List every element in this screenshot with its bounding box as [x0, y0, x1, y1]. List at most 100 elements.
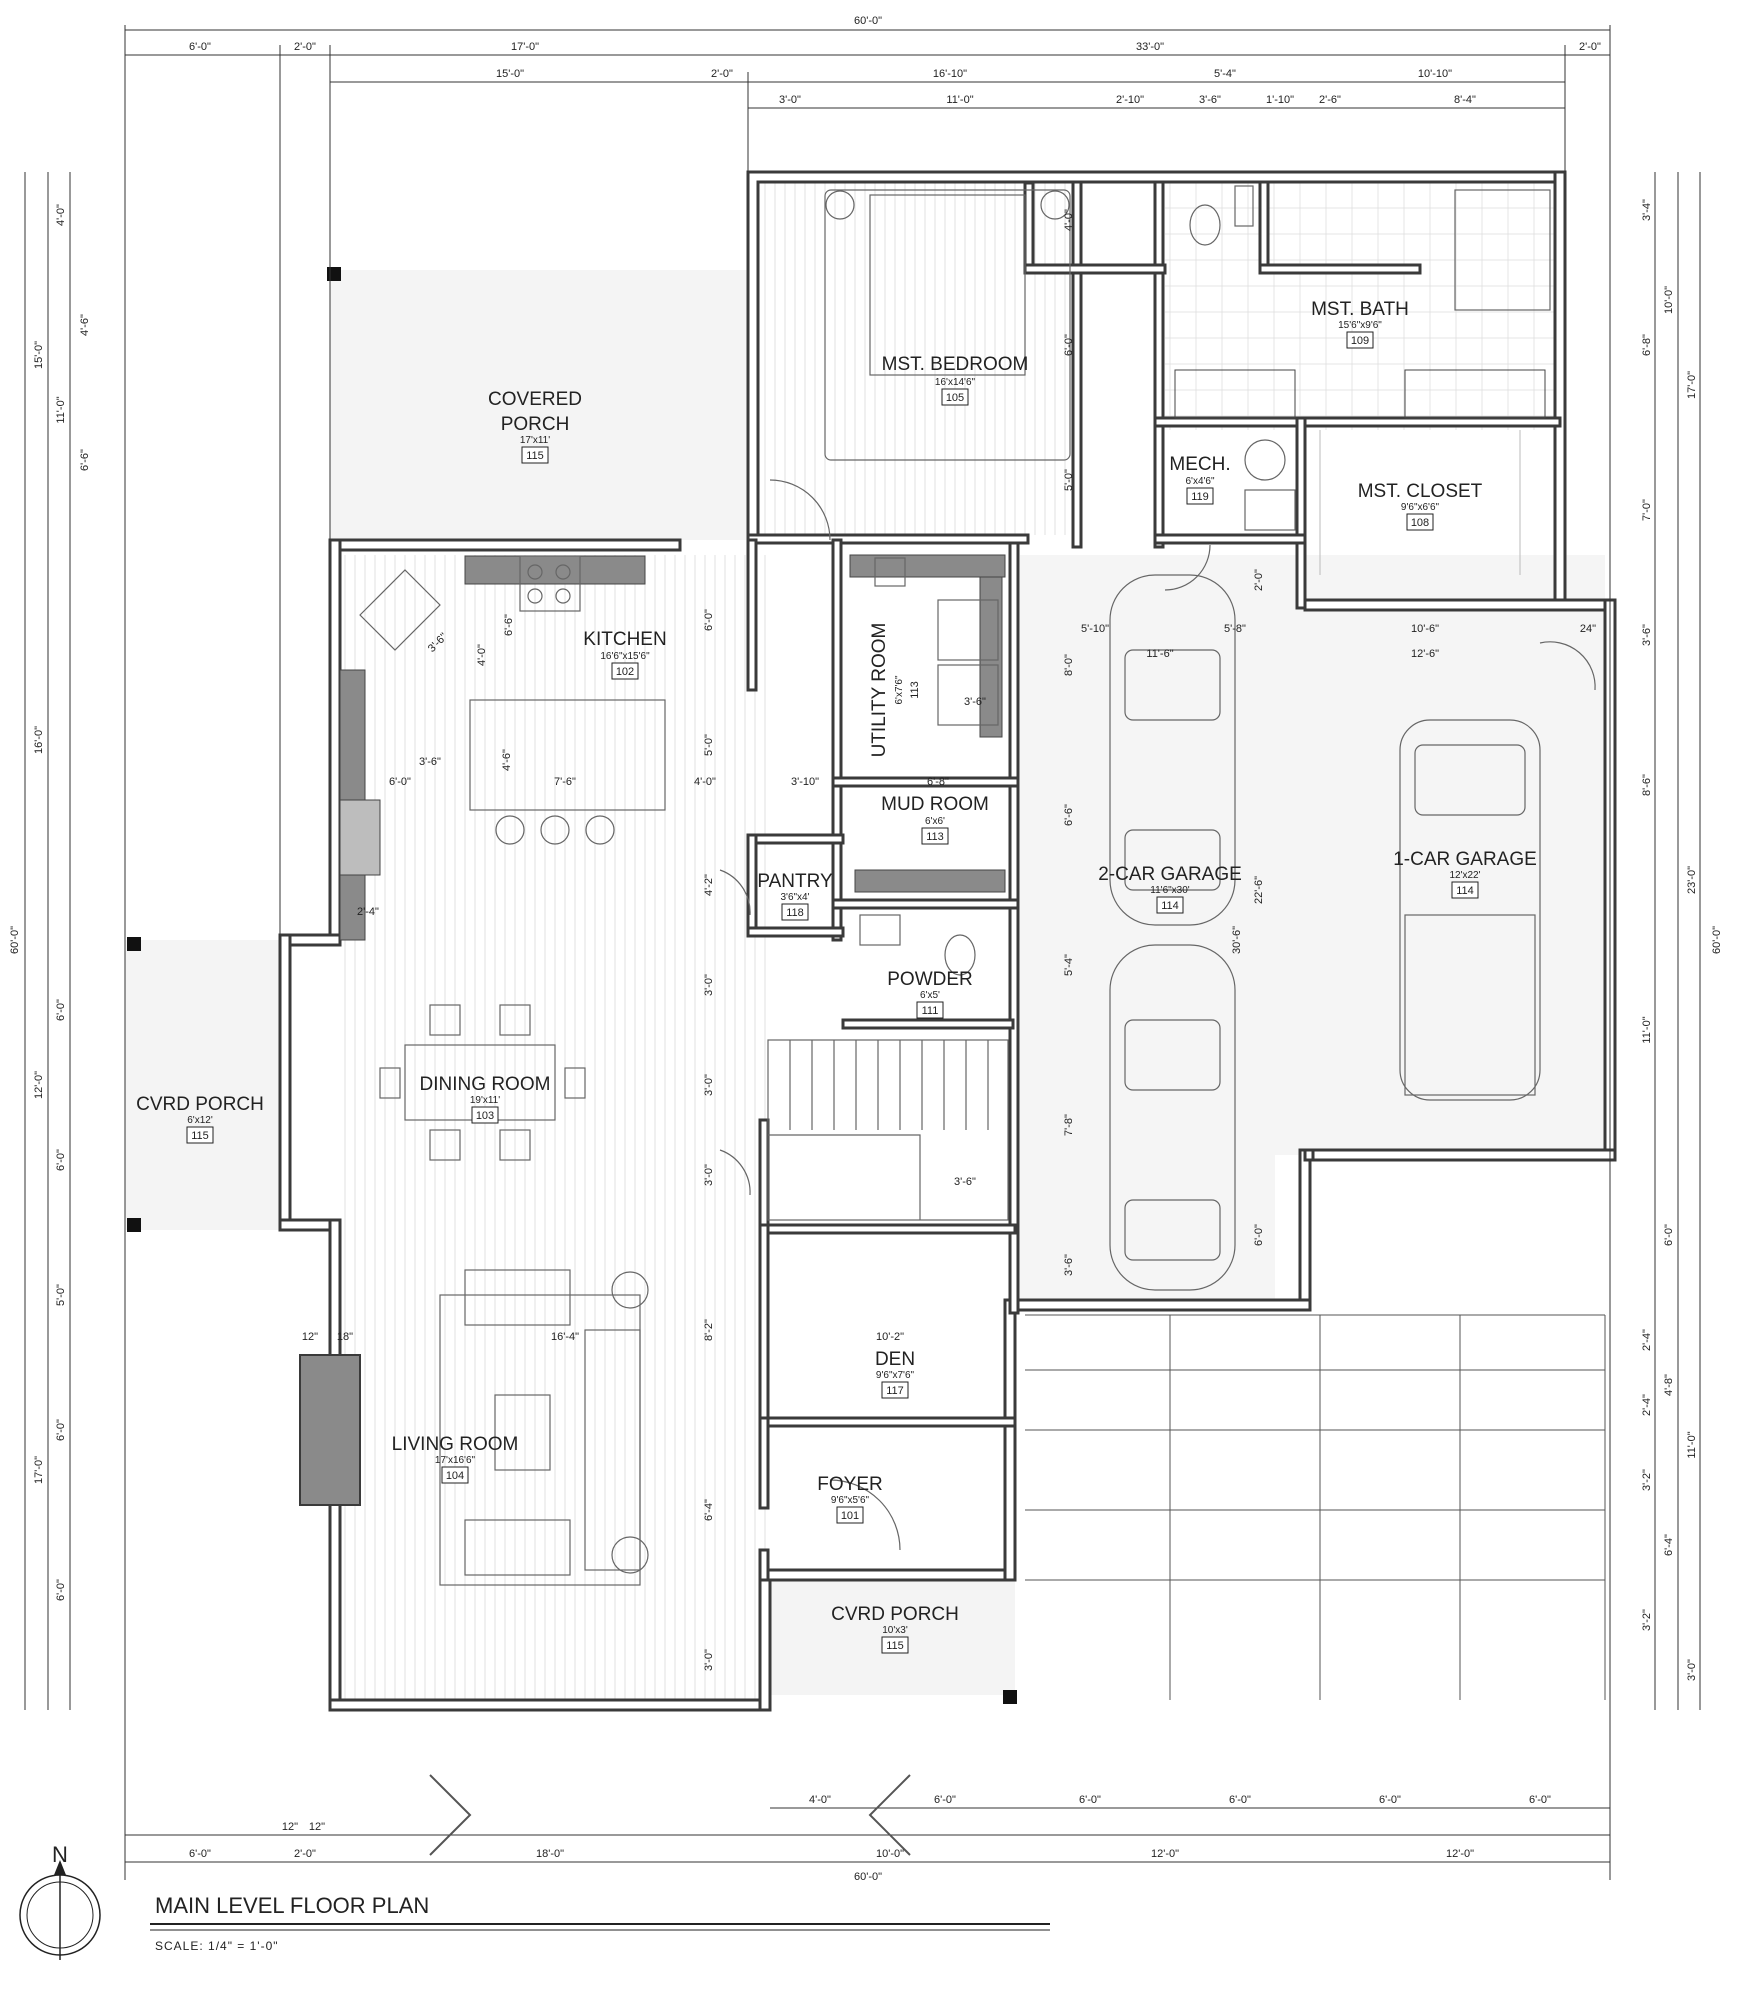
- room-number: 111: [922, 1005, 939, 1017]
- dim-top-row1: 2'-0": [294, 41, 316, 53]
- dim-interior: 4'-0": [476, 644, 488, 666]
- dim-bottom-overall: 60'-0": [854, 1871, 882, 1883]
- sink-icon: [1234, 185, 1254, 227]
- driveway-grid: [1025, 1314, 1606, 1700]
- room-number: 102: [616, 666, 634, 678]
- dim-right-overall: 60'-0": [1711, 926, 1723, 954]
- door-swing: [829, 1479, 901, 1551]
- room-name: FOYER: [817, 1474, 882, 1495]
- dim-top-row3: 8'-4": [1454, 94, 1476, 106]
- vanity-icon: [1174, 369, 1296, 419]
- dim-interior: 10'-6": [1411, 623, 1439, 635]
- room-size: 9'6"x7'6": [876, 1370, 915, 1381]
- room-label-mst-bedroom: MST. BEDROOM 16'x14'6" 105: [882, 354, 1029, 406]
- burner-icon: [555, 564, 571, 580]
- dim-interior: 3'-0": [703, 1164, 715, 1186]
- dim-interior: 6'-0": [1063, 334, 1075, 356]
- room-label-cvrd-porch-south: CVRD PORCH 10'x3' 115: [831, 1604, 959, 1654]
- dim-interior: 3'-6": [419, 756, 441, 768]
- dim-right-inner: 3'-4": [1641, 199, 1653, 221]
- west-porch-floor: [125, 940, 280, 1230]
- dim-interior: 16'-4": [551, 1331, 579, 1343]
- sofa-icon: [584, 1329, 641, 1571]
- room-size: 16'6"x15'6": [600, 651, 650, 662]
- dim-top-row3: 11'-0": [946, 94, 973, 106]
- dim-top-row3: 2'-6": [1319, 94, 1341, 106]
- dim-interior: 24": [1580, 623, 1596, 635]
- dim-top-row1: 6'-0": [189, 41, 211, 53]
- dim-interior: 10'-2": [876, 1331, 904, 1343]
- room-name: MST. CLOSET: [1358, 481, 1483, 502]
- room-number: 109: [1351, 335, 1369, 347]
- dim-top-row2: 2'-0": [711, 68, 733, 80]
- bed-icon: [869, 194, 1026, 376]
- room-number: 108: [1411, 517, 1429, 529]
- dim-interior: 6'-8": [927, 776, 949, 788]
- dim-bottom-row2: 6'-0": [1079, 1794, 1101, 1806]
- dim-right-outer: 23'-0": [1686, 866, 1698, 894]
- dim-left-inner: 6'-0": [55, 1419, 67, 1441]
- room-number: 114: [1456, 885, 1474, 897]
- dim-interior: 12": [302, 1331, 318, 1343]
- room-name: PANTRY: [757, 871, 833, 892]
- dim-interior: 6'-0": [389, 776, 411, 788]
- dim-top-row1: 33'-0": [1136, 41, 1164, 53]
- dim-right-outer: 3'-0": [1686, 1659, 1698, 1681]
- stool-icon: [495, 815, 525, 845]
- room-size: 6'x6': [925, 816, 945, 827]
- dim-interior: 2'-4": [357, 906, 379, 918]
- room-size: 11'6"x30': [1150, 885, 1190, 896]
- chair-icon: [499, 1004, 531, 1036]
- dim-interior: 4'-0": [694, 776, 716, 788]
- stool-icon: [540, 815, 570, 845]
- room-label-mst-bath: MST. BATH 15'6"x9'6" 109: [1311, 299, 1409, 349]
- room-number: 113: [909, 681, 921, 699]
- dim-left-inner: 4'-6": [79, 314, 91, 336]
- dim-top-row1: 2'-0": [1579, 41, 1601, 53]
- dimension-lines: [24, 25, 1701, 1880]
- range-icon: [519, 555, 581, 612]
- room-label-kitchen: KITCHEN 16'6"x15'6" 102: [583, 629, 667, 680]
- dim-right-inner: 6'-0": [1663, 1224, 1675, 1246]
- room-number: 117: [886, 1385, 904, 1397]
- dim-right-outer: 17'-0": [1686, 371, 1698, 399]
- door-swing: [1539, 641, 1596, 691]
- dim-top-row3: 3'-6": [1199, 94, 1221, 106]
- room-size: 16'x14'6": [935, 377, 976, 388]
- dim-left-outer: 12'-0": [33, 1071, 45, 1099]
- room-label-garage2: 2-CAR GARAGE 11'6"x30' 114: [1098, 864, 1242, 914]
- room-size: 6'x12': [187, 1115, 213, 1126]
- room-name: CVRD PORCH: [136, 1094, 264, 1115]
- dim-bottom-small: 12": [282, 1821, 298, 1833]
- dim-interior: 3'-6": [1063, 1254, 1075, 1276]
- room-number: 105: [946, 392, 964, 404]
- dim-left-inner: 11'-0": [55, 396, 67, 423]
- dim-bottom-row2: 6'-0": [1229, 1794, 1251, 1806]
- room-name: MST. BEDROOM: [882, 354, 1029, 375]
- burner-icon: [555, 588, 571, 604]
- dim-interior: 3'-0": [703, 1649, 715, 1671]
- dim-left-inner: 4'-0": [55, 204, 67, 226]
- dim-interior: 4'-0": [1063, 209, 1075, 231]
- car-icon: [1109, 574, 1236, 926]
- dim-right-inner: 2'-4": [1641, 1329, 1653, 1351]
- utility-counter: [849, 554, 1006, 578]
- dim-interior: 6'-0": [1253, 1224, 1265, 1246]
- water-heater-icon: [1244, 439, 1286, 481]
- dim-interior: 18": [337, 1331, 353, 1343]
- dim-top-row3: 2'-10": [1116, 94, 1144, 106]
- washer-icon: [937, 599, 999, 661]
- dim-interior: 7'-6": [554, 776, 576, 788]
- dim-interior: 7'-8": [1063, 1114, 1075, 1136]
- room-size: 17'x11': [520, 435, 550, 446]
- kitchen-sink-icon: [359, 569, 441, 651]
- dim-interior: 6'-6": [503, 614, 515, 636]
- dim-right-inner: 6'-4": [1663, 1534, 1675, 1556]
- dim-interior: 30'-6": [1231, 926, 1243, 954]
- car-icon: [1109, 944, 1236, 1291]
- dim-bottom-row1: 2'-0": [294, 1848, 316, 1860]
- dim-interior: 4'-6": [501, 749, 513, 771]
- room-label-garage1: 1-CAR GARAGE 12'x22' 114: [1393, 849, 1537, 899]
- powder-sink-icon: [859, 914, 901, 946]
- dim-interior: 5'-4": [1063, 954, 1075, 976]
